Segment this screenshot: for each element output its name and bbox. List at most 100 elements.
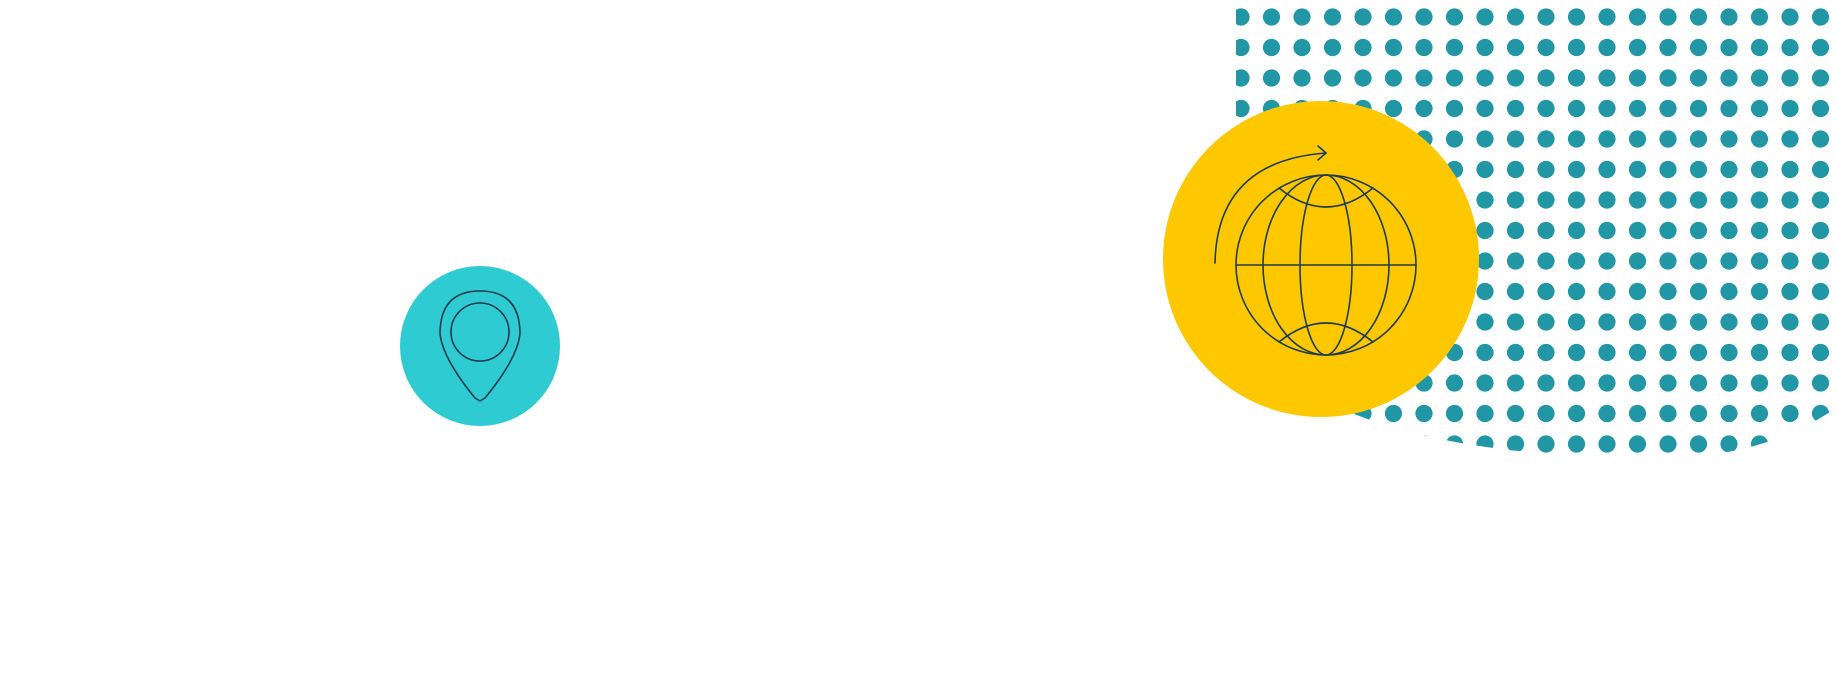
pattern-dot xyxy=(1445,99,1464,118)
pattern-dot xyxy=(1262,38,1281,57)
pattern-dot xyxy=(1476,8,1494,26)
pattern-dot xyxy=(1811,282,1830,301)
pattern-dot xyxy=(1476,252,1494,270)
pattern-dot xyxy=(1567,130,1586,148)
pattern-dot xyxy=(1323,69,1342,87)
pattern-dot xyxy=(1537,252,1555,270)
pattern-dot xyxy=(1567,404,1586,423)
pattern-dot xyxy=(1567,8,1586,26)
pattern-dot xyxy=(1476,99,1494,118)
pattern-dot xyxy=(1236,8,1250,26)
pattern-dot xyxy=(1567,191,1586,209)
pattern-dot xyxy=(1415,8,1433,26)
pattern-dot xyxy=(1445,8,1464,26)
pattern-dot xyxy=(1720,282,1738,301)
pattern-dot xyxy=(1689,221,1708,240)
pattern-dot xyxy=(1750,191,1769,209)
pattern-dot xyxy=(1689,404,1708,423)
pattern-dot xyxy=(1506,343,1525,362)
pattern-dot xyxy=(1476,374,1494,392)
pattern-dot xyxy=(1506,313,1525,331)
pattern-dot xyxy=(1659,191,1677,209)
pattern-dot xyxy=(1567,69,1586,87)
pattern-dot xyxy=(1811,130,1830,148)
pattern-dot xyxy=(1598,160,1616,179)
pattern-dot xyxy=(1659,404,1677,423)
pattern-dot xyxy=(1506,435,1525,453)
pattern-dot xyxy=(1628,374,1647,392)
pattern-dot xyxy=(1567,221,1586,240)
pattern-dot xyxy=(1445,69,1464,87)
pattern-dot xyxy=(1354,69,1372,87)
pattern-dot xyxy=(1720,99,1738,118)
pattern-dot xyxy=(1750,374,1769,392)
pattern-dot xyxy=(1781,282,1799,301)
pattern-dot xyxy=(1506,8,1525,26)
pattern-dot xyxy=(1720,313,1738,331)
pattern-dot xyxy=(1354,8,1372,26)
pattern-dot xyxy=(1445,374,1464,392)
pattern-dot xyxy=(1476,38,1494,57)
pattern-dot xyxy=(1750,252,1769,270)
pattern-dot xyxy=(1415,69,1433,87)
pattern-dot xyxy=(1262,8,1281,26)
pattern-dot xyxy=(1781,404,1799,423)
pattern-dot xyxy=(1384,8,1403,26)
pattern-dot xyxy=(1659,160,1677,179)
pattern-dot xyxy=(1567,343,1586,362)
pattern-dot xyxy=(1598,343,1616,362)
pattern-dot xyxy=(1476,435,1494,453)
pattern-dot xyxy=(1476,343,1494,362)
pattern-dot xyxy=(1415,435,1433,453)
pattern-dot xyxy=(1659,69,1677,87)
pattern-dot xyxy=(1781,191,1799,209)
pattern-dot xyxy=(1720,435,1738,453)
pattern-dot xyxy=(1506,191,1525,209)
location-pin-icon xyxy=(400,266,560,426)
pattern-dot xyxy=(1506,282,1525,301)
pattern-dot xyxy=(1811,69,1830,87)
pattern-dot xyxy=(1598,282,1616,301)
pattern-dot xyxy=(1689,343,1708,362)
pattern-dot xyxy=(1506,69,1525,87)
pattern-dot xyxy=(1506,99,1525,118)
pattern-dot xyxy=(1750,343,1769,362)
pattern-dot xyxy=(1689,191,1708,209)
pattern-dot xyxy=(1598,313,1616,331)
pattern-dot xyxy=(1293,435,1311,453)
pattern-dot xyxy=(1628,69,1647,87)
pattern-dot xyxy=(1598,130,1616,148)
pattern-dot xyxy=(1415,404,1433,423)
pattern-dot xyxy=(1659,374,1677,392)
pattern-dot xyxy=(1659,435,1677,453)
pattern-dot xyxy=(1323,38,1342,57)
pattern-dot xyxy=(1506,404,1525,423)
pattern-dot xyxy=(1720,252,1738,270)
pattern-dot xyxy=(1506,252,1525,270)
pattern-dot xyxy=(1720,191,1738,209)
pattern-dot xyxy=(1323,435,1342,453)
pattern-dot xyxy=(1384,38,1403,57)
pattern-dot xyxy=(1598,435,1616,453)
pattern-dot xyxy=(1293,8,1311,26)
pattern-dot xyxy=(1628,191,1647,209)
pattern-dot xyxy=(1476,130,1494,148)
pattern-dot xyxy=(1659,252,1677,270)
pattern-dot xyxy=(1750,435,1769,453)
pattern-dot xyxy=(1628,221,1647,240)
pattern-dot xyxy=(1689,8,1708,26)
pattern-dot xyxy=(1811,313,1830,331)
pattern-dot xyxy=(1598,69,1616,87)
pattern-dot xyxy=(1537,221,1555,240)
pattern-dot xyxy=(1659,8,1677,26)
pattern-dot xyxy=(1598,374,1616,392)
pattern-dot xyxy=(1750,404,1769,423)
pattern-dot xyxy=(1537,160,1555,179)
pattern-dot xyxy=(1476,69,1494,87)
pattern-dot xyxy=(1506,160,1525,179)
pattern-dot xyxy=(1628,282,1647,301)
pattern-dot xyxy=(1811,404,1830,423)
pattern-dot xyxy=(1811,160,1830,179)
globe-badge xyxy=(1163,101,1479,417)
